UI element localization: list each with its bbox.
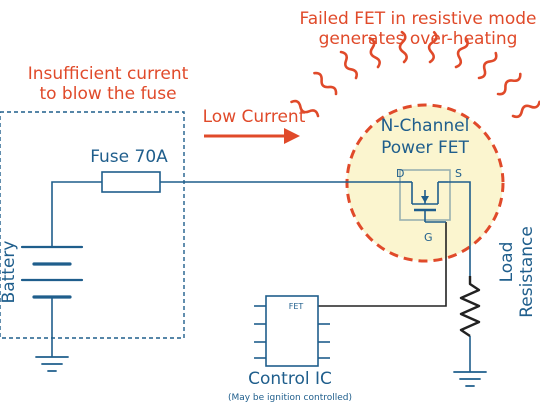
- pin-s-label: S: [455, 167, 462, 180]
- control-ic-note: (May be ignition controlled): [228, 393, 352, 403]
- wires: [51, 181, 471, 372]
- heat-wave-10: [511, 100, 540, 119]
- ground-icon: [35, 356, 69, 372]
- battery-icon: [20, 245, 84, 299]
- mosfet-icon: [399, 169, 451, 223]
- heat-wave-1: [290, 99, 320, 118]
- heat-wave-5: [398, 30, 408, 64]
- arrow-head: [284, 128, 300, 144]
- low-current-label: Low Current: [203, 107, 306, 127]
- heat-wave-7: [454, 37, 469, 69]
- battery-label: Battery: [0, 241, 19, 304]
- fet-label-line-2: Power FET: [381, 138, 469, 158]
- wire-gate-to-ic: [318, 222, 447, 307]
- fuse-label: Fuse 70A: [90, 147, 168, 167]
- fet-label-line-1: N-Channel: [381, 116, 470, 136]
- pin-g-label: G: [424, 231, 433, 244]
- heat-wave-icon: [290, 30, 540, 119]
- heat-wave-2: [313, 71, 338, 96]
- heat-wave-9: [496, 72, 522, 96]
- heat-wave-8: [477, 51, 498, 80]
- wire-battery-top: [51, 181, 102, 247]
- resistor-icon: [459, 276, 481, 337]
- wire-source-to-load: [448, 181, 471, 276]
- insufficient-line-1: Insufficient current: [28, 64, 189, 84]
- insufficient-line-2: to blow the fuse: [39, 84, 176, 104]
- load-label-line-2: Resistance: [517, 226, 537, 318]
- labels: Failed FET in resistive mode generates o…: [0, 9, 537, 403]
- ic-chip-icon: [254, 295, 330, 367]
- battery-enclosure: [0, 111, 185, 339]
- heat-wave-3: [339, 50, 358, 80]
- ic-body: [265, 295, 319, 367]
- ground-icon: [453, 371, 487, 387]
- ic-pins: [254, 305, 330, 359]
- right-arrow-icon: [204, 128, 300, 144]
- headline-line-2: generates over-heating: [319, 29, 518, 49]
- headline-line-1: Failed FET in resistive mode: [300, 9, 537, 29]
- load-label-line-1: Load: [497, 242, 517, 283]
- heat-wave-4: [368, 36, 381, 69]
- mosfet-arrow: [421, 196, 429, 203]
- fuse-icon: [101, 171, 161, 193]
- fet-circle: [345, 103, 505, 263]
- heat-wave-6: [427, 30, 438, 64]
- pin-d-label: D: [396, 167, 404, 180]
- control-ic-label: Control IC: [248, 369, 332, 389]
- chip-pin-label: FET: [289, 302, 304, 311]
